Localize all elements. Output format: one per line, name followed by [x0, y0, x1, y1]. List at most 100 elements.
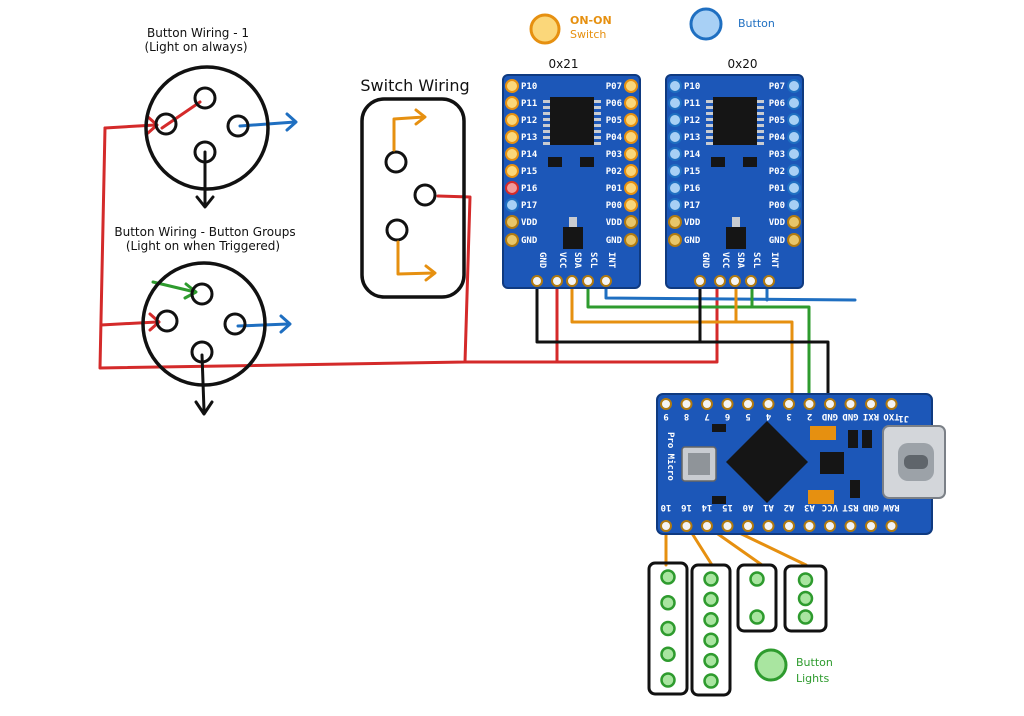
- button-groups-subtitle: (Light on when Triggered): [126, 239, 280, 253]
- pm-bottom-pad-a0: [742, 520, 754, 532]
- switch-wiring-title: Switch Wiring: [360, 76, 469, 95]
- pin-pad-p11: [505, 96, 519, 110]
- pin-label-p04: P04: [769, 133, 786, 143]
- pro-micro-label: Pro Micro: [665, 432, 676, 481]
- bottom-pin-pad-gnd: [531, 275, 543, 287]
- expander-board-0x20: 0x20P10P11P12P13P14P15P16P17VDDGNDP07P06…: [665, 57, 804, 289]
- button-1-terminal-top: [193, 86, 217, 110]
- pin-pad-p02: [624, 164, 638, 178]
- bottom-pin-pad-scl: [582, 275, 594, 287]
- pm-top-label-3: 3: [786, 411, 791, 421]
- button-1-terminal-bottom: [193, 140, 217, 164]
- arrow-black-btn1: [195, 195, 215, 209]
- bottom-pin-pad-gnd: [694, 275, 706, 287]
- pm-top-pad-6: [721, 398, 734, 410]
- pin-pad-p07: [787, 79, 801, 93]
- pm-bottom-pad-16: [680, 520, 693, 532]
- pm-top-pad-5: [742, 398, 754, 410]
- legend-switch-line2: Switch: [570, 28, 606, 41]
- arrow-black-btn2: [194, 400, 214, 416]
- pin-pad-vdd: [787, 215, 801, 229]
- chip-lead: [706, 100, 713, 103]
- wires: [98, 100, 857, 567]
- pin-pad-p15: [668, 164, 682, 178]
- button-wiring-1-subtitle: (Light on always): [144, 40, 247, 54]
- pm-top-label-gnd: GND: [821, 411, 838, 421]
- button-light: [660, 569, 676, 585]
- bottom-pin-label-scl: SCL: [751, 252, 761, 269]
- pin-pad-gnd: [668, 233, 682, 247]
- regulator-tab: [569, 217, 577, 227]
- pm-top-pad-9: [660, 398, 672, 410]
- pin-label-p06: P06: [769, 99, 785, 109]
- pm-top-pad-gnd: [844, 398, 857, 410]
- button-2-body: [141, 261, 267, 387]
- regulator: [820, 452, 844, 474]
- button-light: [703, 673, 719, 689]
- pm-top-label-8: 8: [684, 411, 689, 421]
- legend-button-text: Button: [738, 17, 775, 30]
- bottom-pin-label-sda: SDA: [572, 252, 582, 269]
- pin-pad-p13: [505, 130, 519, 144]
- arrow-blue-btn1: [285, 112, 298, 132]
- arrow-red-btn2: [148, 312, 161, 332]
- arrow-green-btn2: [183, 282, 198, 300]
- legend-switch-icon: [529, 13, 561, 45]
- chip-lead: [757, 136, 764, 139]
- chip-lead: [543, 118, 550, 121]
- pin-label-p06: P06: [606, 99, 622, 109]
- pm-bottom-label-gnd: GND: [862, 502, 879, 512]
- light-group-frame: [690, 563, 732, 697]
- pin-pad-gnd: [505, 233, 519, 247]
- pin-label-p04: P04: [606, 133, 623, 143]
- pm-bottom-label-10: 10: [661, 502, 672, 512]
- chip-lead: [757, 100, 764, 103]
- button-1-body: [144, 65, 270, 191]
- arrow-heads: [146, 112, 298, 416]
- pro-micro-j1: J1: [898, 413, 909, 423]
- button-light: [703, 571, 719, 587]
- pm-bottom-pad-rst: [844, 520, 857, 532]
- switch-terminal-top: [384, 150, 408, 174]
- pin-label-p02: P02: [606, 167, 622, 177]
- bottom-pin-pad-int: [763, 275, 775, 287]
- bottom-pin-pad-vcc: [714, 275, 726, 287]
- chip-lead: [706, 118, 713, 121]
- pin-pad-vdd: [668, 215, 682, 229]
- chip-lead: [757, 118, 764, 121]
- smd-part: [711, 157, 725, 167]
- pin-label-p02: P02: [769, 167, 785, 177]
- expander-chip: [713, 97, 757, 145]
- expander-address: 0x21: [548, 57, 578, 71]
- pm-bottom-pad-a1: [762, 520, 775, 532]
- capacitor-2: [808, 490, 834, 504]
- button-light: [797, 590, 814, 607]
- red-wire-vcc2: [463, 282, 719, 364]
- pm-top-label-5: 5: [745, 411, 750, 421]
- red-wire-btn2: [99, 320, 159, 327]
- usb-c-slot: [904, 455, 928, 469]
- bottom-pin-pad-sda: [729, 275, 741, 287]
- chip-lead: [757, 130, 764, 133]
- pin-pad-p14: [668, 147, 682, 161]
- pin-pad-p17: [505, 198, 519, 212]
- chip-lead: [543, 142, 550, 145]
- arrow-blue-btn2: [279, 314, 292, 334]
- pin-pad-p15: [505, 164, 519, 178]
- pin-pad-p17: [668, 198, 682, 212]
- pin-label-gnd: GND: [521, 236, 538, 246]
- chip-lead: [543, 136, 550, 139]
- pm-top-label-gnd: GND: [842, 411, 859, 421]
- chip-lead: [594, 136, 601, 139]
- expander-board-0x21: 0x21P10P11P12P13P14P15P16P17VDDGNDP07P06…: [502, 57, 641, 289]
- pin-pad-p07: [624, 79, 638, 93]
- pm-bottom-label-14: 14: [701, 502, 712, 512]
- button-light: [797, 572, 814, 588]
- pm-bottom-pad-14: [701, 520, 713, 532]
- button-light: [660, 595, 676, 611]
- pin-label-p16: P16: [521, 184, 537, 194]
- legend-switch-line1: ON-ON: [570, 14, 612, 27]
- smd-part: [548, 157, 562, 167]
